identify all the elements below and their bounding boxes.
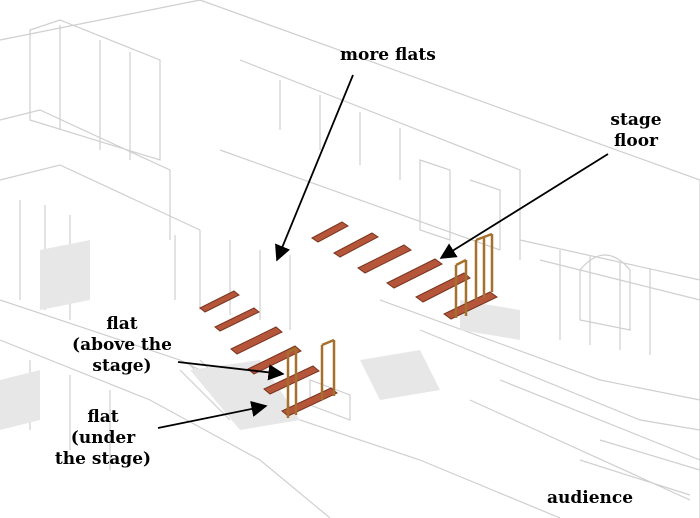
frame-right xyxy=(476,234,492,300)
label-flat-under-line3: the stage) xyxy=(50,449,156,470)
flat-panel xyxy=(358,245,411,273)
label-flat-above-stage: flat (above the stage) xyxy=(64,314,180,377)
label-audience: audience xyxy=(547,488,633,509)
label-flat-above-line2: (above the xyxy=(64,335,180,356)
label-flat-under-line2: (under xyxy=(50,428,156,449)
label-flat-above-line3: stage) xyxy=(64,356,180,377)
label-more-flats: more flats xyxy=(340,45,436,66)
flat-panel xyxy=(215,308,259,331)
flat-panel xyxy=(231,327,282,354)
label-stage-floor-line2: floor xyxy=(598,131,674,152)
label-stage-floor: stage floor xyxy=(598,110,674,152)
label-more-flats-text: more flats xyxy=(340,45,436,66)
label-flat-above-line1: flat xyxy=(64,314,180,335)
arrow-stage-floor xyxy=(441,154,608,258)
arrow-more-flats xyxy=(277,75,353,260)
label-stage-floor-line1: stage xyxy=(598,110,674,131)
label-flat-under-stage: flat (under the stage) xyxy=(50,407,156,470)
label-audience-text: audience xyxy=(547,488,633,509)
flat-panel xyxy=(312,222,348,242)
flat-panel xyxy=(200,291,239,312)
flat-panel xyxy=(416,273,470,302)
flat-panel xyxy=(334,233,378,257)
flat-panel xyxy=(387,259,442,288)
label-flat-under-line1: flat xyxy=(50,407,156,428)
